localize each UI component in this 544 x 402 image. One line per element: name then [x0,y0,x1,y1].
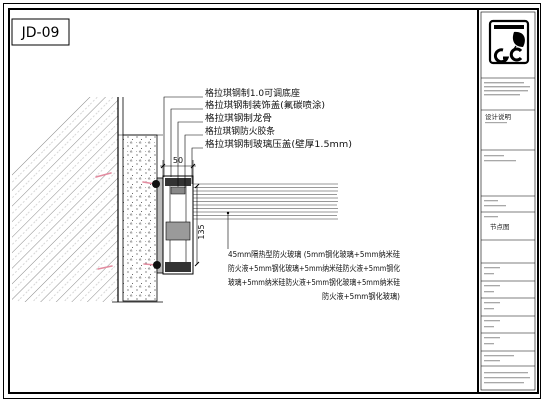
title-block-inner-border [480,11,536,391]
dimension-height-label: 135 [197,224,206,239]
steel-keel [156,177,164,274]
title-block-rows [481,77,535,367]
glass-note-line: 防火液+5mm钢化玻璃) [322,291,400,301]
fire-glass-panes [193,183,338,220]
sheet-code: JD-09 [21,25,60,41]
design-notes-subtext [485,122,507,124]
notes-text [484,155,516,218]
glass-spec-note: 45mm隔热型防火玻璃 (5mm钢化玻璃+5mm纳米硅 防火液+5mm钢化玻璃+… [228,249,400,301]
design-notes-heading: 设计说明 [485,112,512,121]
dimension-height: 135 [194,183,206,267]
callout-decorative-cover: 格拉琪钢制装饰盖(氟碳喷涂) [205,99,325,111]
glass-note-line: 防火液+5mm钢化玻璃+5mm纳米硅防火液+5mm钢化 [228,263,400,273]
sheet-code-box [11,18,70,46]
project-info-text [484,267,530,384]
callout-leaders [163,96,203,188]
callout-steel-keel: 格拉琪钢制龙骨 [205,112,272,124]
wall-section [12,97,163,303]
adjustable-base [165,262,191,272]
anchor-blob [153,261,161,269]
steel-frame-profile [152,175,194,275]
company-info-text [484,82,530,96]
fire-seal-strip [170,186,186,195]
glass-note-line: 玻璃+5mm纳米硅防火液+5mm钢化玻璃+5mm纳米硅 [228,277,400,287]
company-logo [488,19,530,65]
drawing-title: 节点图 [490,223,510,231]
masonry-wall-hatch [12,97,118,302]
leaf-icon [512,31,525,47]
callout-labels: 格拉琪钢制1.0可调底座 格拉琪钢制装饰盖(氟碳喷涂) 格拉琪钢制龙骨 格拉琪钢… [205,87,352,150]
anchor-blob [152,180,160,188]
callout-glass-stop: 格拉琪钢制玻璃压盖(壁厚1.5mm) [205,138,352,150]
concrete-infill [122,134,158,302]
glass-stop [165,221,191,241]
glass-note-leader [226,211,230,249]
title-block: 设计说明 节点图 [480,11,536,391]
glass-note-line: 45mm隔热型防火玻璃 (5mm钢化玻璃+5mm纳米硅 [228,249,400,259]
callout-adjustable-base: 格拉琪钢制1.0可调底座 [205,87,300,99]
inner-border [8,8,539,394]
callout-fire-seal-strip: 格拉琪钢防火胶条 [205,125,275,137]
anchor-screw [95,172,112,178]
anchor-screw [97,265,113,270]
